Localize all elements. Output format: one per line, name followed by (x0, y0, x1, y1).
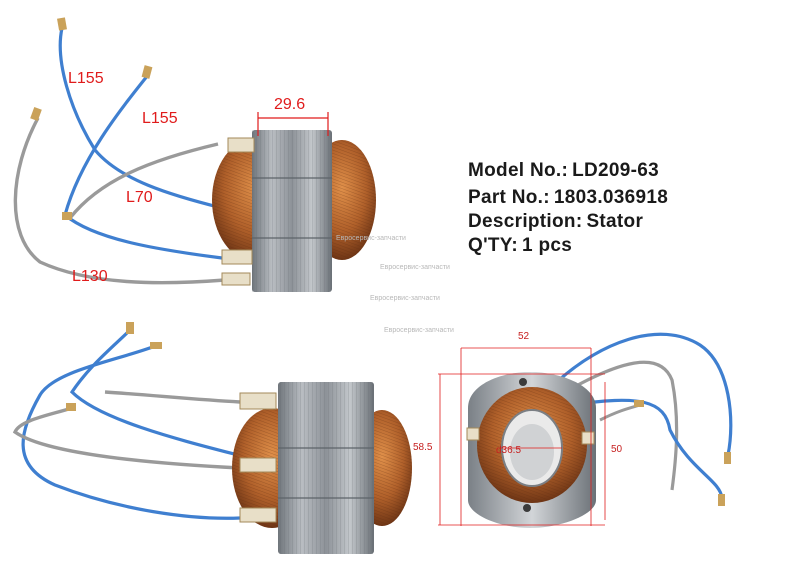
dimension-top-width: 52 (518, 331, 530, 342)
watermark: Евросервис-запчасти (384, 327, 454, 334)
part-label: Part No.: (468, 187, 550, 208)
quantity-value: 1 pcs (522, 235, 573, 256)
watermark: Евросервис-запчасти (370, 295, 440, 302)
terminal (150, 342, 162, 349)
watermark: Евросервис-запчасти (336, 235, 406, 242)
description-label: Description: (468, 211, 583, 232)
lead-length-label: L130 (72, 268, 108, 285)
dimension-height: 58.5 (413, 442, 433, 453)
terminal (62, 212, 72, 220)
stator-end-view (438, 332, 733, 528)
mounting-hole (523, 504, 531, 512)
terminal (724, 452, 731, 464)
rotor-bore-inner (510, 424, 554, 480)
dimension-frame (438, 347, 606, 526)
lead-length-label: L155 (142, 110, 178, 127)
terminal-block (581, 431, 595, 445)
terminal (718, 494, 725, 506)
grey-wire (12, 406, 241, 470)
terminal (141, 65, 153, 79)
blue-wire (569, 398, 724, 499)
terminal-block (227, 137, 255, 153)
blue-wire (546, 332, 733, 456)
grey-wire (104, 390, 241, 404)
terminal (126, 322, 134, 334)
terminal-block (239, 507, 277, 523)
grey-wire (68, 142, 219, 220)
blue-wire (21, 343, 241, 520)
model-value: LD209-63 (572, 160, 659, 181)
lead-length-label: L70 (126, 189, 153, 206)
terminal-block (239, 457, 277, 473)
dimension-bracket (257, 112, 329, 136)
part-value: 1803.036918 (553, 187, 669, 208)
watermark: Евросервис-запчасти (380, 264, 450, 271)
stator-side-view-bottom (12, 322, 412, 554)
terminal-block (466, 427, 480, 441)
dimension-stack-width: 29.6 (274, 96, 306, 113)
lamination-texture (278, 382, 374, 554)
quantity-row: Q'TY:1 pcs (468, 235, 572, 257)
blue-wire (69, 328, 239, 457)
part-number-row: Part No.:1803.036918 (468, 187, 668, 209)
grey-wire (559, 360, 679, 491)
terminal (30, 106, 42, 122)
quantity-label: Q'TY: (468, 235, 518, 256)
model-label: Model No.: (468, 160, 569, 181)
terminal (634, 400, 644, 407)
dimension-side-width: 50 (611, 444, 623, 455)
terminal (66, 403, 76, 411)
dimension-bore: d36.5 (496, 445, 522, 456)
terminal-block (239, 392, 277, 410)
grey-wire (599, 403, 641, 422)
description-row: Description:Stator (468, 211, 643, 233)
terminal-block (221, 272, 251, 286)
terminal (57, 17, 67, 31)
grey-wire (13, 117, 226, 285)
stator-side-view-top (13, 17, 376, 292)
lamination-texture (252, 130, 332, 292)
lead-length-label: L155 (68, 70, 104, 87)
description-value: Stator (586, 211, 644, 232)
mounting-hole (519, 378, 527, 386)
model-number-row: Model No.:LD209-63 (468, 160, 659, 182)
terminal-block (221, 249, 253, 265)
